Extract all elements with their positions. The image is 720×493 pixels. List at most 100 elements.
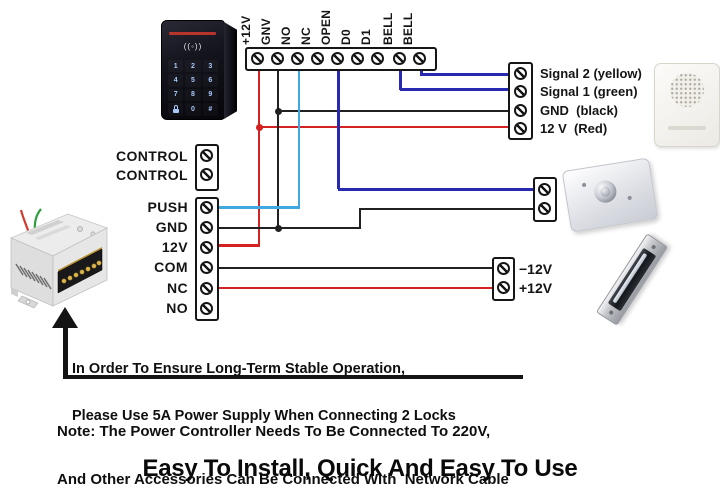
keypad-terminal-strip: [245, 47, 437, 71]
callout-underline: [62, 374, 523, 379]
control-terminal-label: CONTROL: [115, 167, 188, 183]
page-title: Easy To Install, Quick And Easy To Use: [142, 455, 578, 482]
junction-dot-black-upper: [274, 107, 282, 115]
magnetic-lock-device: [595, 233, 669, 326]
doorbell-terminal-label: Signal 1 (green): [540, 84, 638, 99]
screw-terminal-icon: [200, 168, 213, 181]
exit-button-terminal-strip: [533, 177, 557, 222]
keypad-key: 1: [168, 60, 183, 72]
maglock-terminal-label: −12V: [519, 261, 553, 277]
note-line-1: Note: The Power Controller Needs To Be C…: [57, 423, 491, 440]
junction-dot-black-lower: [274, 224, 282, 232]
keypad-terminal-label: D0: [339, 29, 353, 45]
keypad-key-grid: 1 2 3 4 5 6 7 8 9 0 #: [168, 60, 218, 116]
wire-open-blue-vertical: [336, 71, 340, 189]
screw-terminal-icon: [331, 52, 344, 65]
keypad-key: 8: [185, 89, 200, 101]
doorbell-terminal-label: 12 V (Red): [540, 121, 608, 136]
keypad-key: 6: [203, 74, 218, 86]
control-terminal-strip: [195, 144, 219, 191]
junction-dot-red: [255, 123, 263, 131]
warning-line-2: Please Use 5A Power Supply When Connecti…: [72, 407, 456, 424]
plate-screw-icon: [627, 195, 632, 201]
screw-terminal-icon: [413, 52, 426, 65]
wire-12v-red-vertical: [257, 71, 261, 246]
screw-terminal-icon: [200, 149, 213, 162]
keypad-terminal-label: D1: [359, 29, 373, 45]
keypad-led-strip: [169, 32, 216, 35]
screw-terminal-icon: [513, 122, 527, 135]
rfid-reader-icon: ((◦)): [183, 42, 203, 51]
keypad-terminal-label: BELL: [401, 12, 415, 45]
psu-terminal-screws: [61, 260, 102, 284]
wire-com-black-to-lock: [219, 266, 492, 270]
screw-terminal-icon: [513, 67, 527, 80]
wire-bell1-blue-to-signal1: [400, 87, 508, 91]
keypad-terminal-label: GNV: [259, 18, 273, 45]
wire-open-blue-to-exit-button: [338, 187, 533, 191]
doorbell-slot: [668, 126, 706, 130]
screw-terminal-icon: [351, 52, 364, 65]
doorbell-terminal-label: GND (black): [540, 103, 619, 118]
keypad-terminal-label: OPEN: [319, 9, 333, 45]
keypad-key-lock: [168, 103, 183, 116]
psu-vent-slots: [15, 263, 52, 290]
maglock-terminal-strip: [492, 257, 515, 301]
keypad-key: 9: [203, 89, 218, 101]
plate-screw-icon: [581, 182, 587, 188]
doorbell-terminal-label: Signal 2 (yellow): [540, 66, 642, 81]
screw-terminal-icon: [513, 104, 527, 117]
screw-terminal-icon: [496, 281, 510, 294]
screw-terminal-icon: [513, 85, 527, 98]
keypad-key: 5: [185, 74, 200, 86]
wire-12v-red-to-bell: [259, 125, 508, 129]
access-keypad: ((◦)) 1 2 3 4 5 6 7 8 9 0 #: [161, 18, 238, 122]
wire-gnd-black-to-controller: [219, 226, 361, 230]
screw-terminal-icon: [393, 52, 406, 65]
keypad-key: 2: [185, 60, 200, 72]
wire-push-lightblue-horizontal: [219, 206, 300, 209]
wire-gnd-black-vertical: [276, 71, 280, 229]
exit-push-button: [592, 179, 619, 205]
screw-terminal-icon: [538, 183, 551, 196]
keypad-side-face: [224, 22, 237, 119]
screw-terminal-icon: [200, 241, 213, 254]
keypad-terminal-label: +12V: [239, 15, 253, 45]
wire-push-lightblue-vertical: [297, 71, 301, 209]
keypad-key: 0: [185, 103, 200, 116]
maglock-screw-icon: [608, 309, 614, 316]
keypad-terminal-label: BELL: [381, 12, 395, 45]
screw-terminal-icon: [200, 302, 213, 315]
screw-terminal-icon: [271, 52, 284, 65]
keypad-body: [161, 20, 225, 120]
power-supply-unit: [9, 208, 108, 309]
screw-terminal-icon: [496, 262, 510, 275]
exit-button-device: [561, 157, 659, 233]
screw-terminal-icon: [371, 52, 384, 65]
wire-gnd-black-exit-riser: [358, 207, 361, 230]
keypad-key: 4: [168, 74, 183, 86]
output-terminal-label: PUSH: [147, 199, 188, 215]
screw-terminal-icon: [251, 52, 264, 65]
output-terminal-label: NC: [166, 280, 188, 296]
screw-terminal-icon: [538, 202, 551, 215]
control-terminal-label: CONTROL: [115, 148, 188, 164]
screw-terminal-icon: [200, 282, 213, 295]
warning-line-1: In Order To Ensure Long-Term Stable Oper…: [72, 361, 405, 377]
wire-12v-red-to-controller: [219, 244, 260, 247]
keypad-terminal-label: NC: [299, 27, 313, 45]
doorbell-device: [654, 63, 720, 147]
warning-text: In Order To Ensure Long-Term Stable Oper…: [72, 331, 456, 455]
output-terminal-label: GND: [155, 219, 188, 235]
controller-output-strip: [195, 197, 219, 321]
lock-key-icon: [172, 105, 179, 114]
output-terminal-label: 12V: [161, 239, 188, 255]
screw-terminal-icon: [291, 52, 304, 65]
maglock-terminal-label: +12V: [519, 280, 553, 296]
screw-terminal-icon: [200, 221, 213, 234]
keypad-key: #: [203, 103, 218, 116]
screw-terminal-icon: [311, 52, 324, 65]
maglock-screw-icon: [650, 244, 657, 250]
output-terminal-label: COM: [154, 259, 188, 275]
